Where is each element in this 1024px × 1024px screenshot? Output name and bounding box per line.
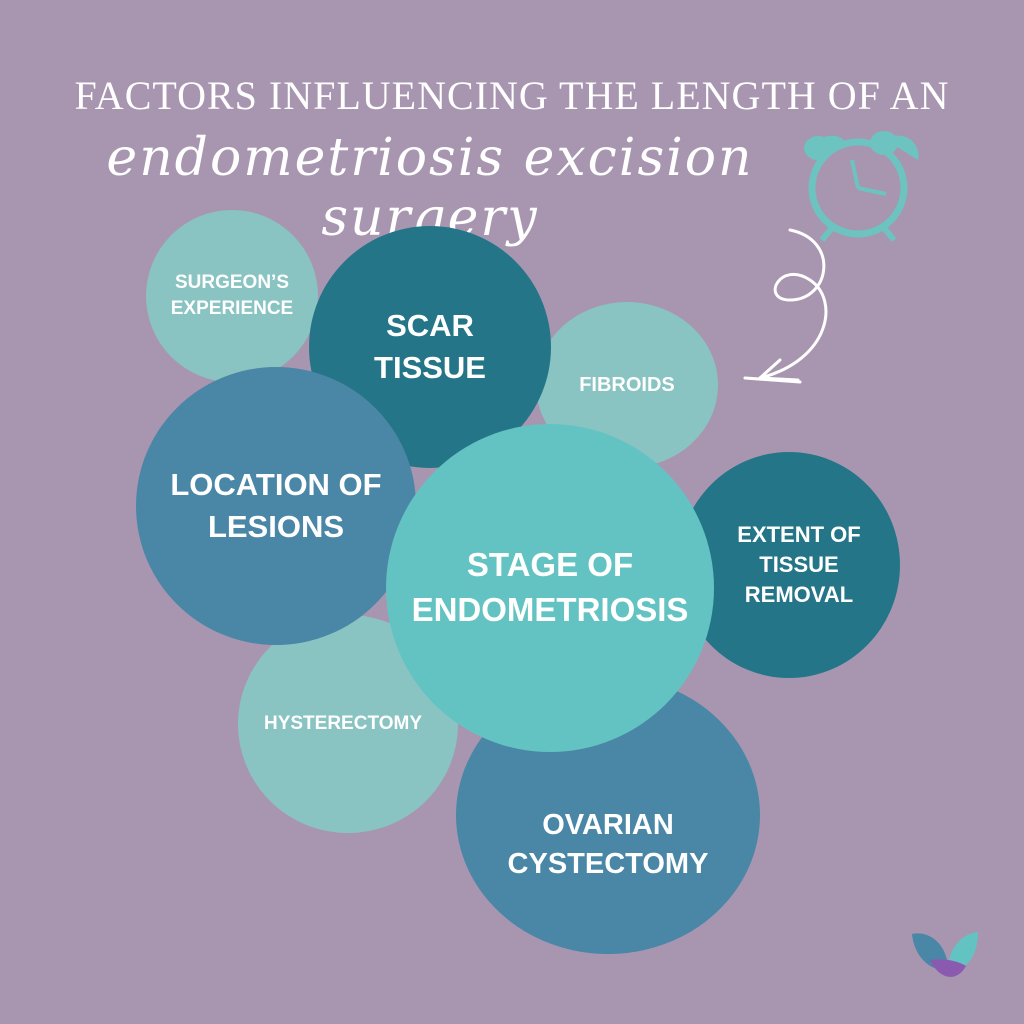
bubble-hysterectomy-label: HYSTERECTOMY bbox=[263, 713, 422, 735]
bubble-ovarian-label: OVARIAN CYSTECTOMY bbox=[507, 808, 709, 880]
alarm-clock-icon bbox=[804, 131, 919, 242]
bubble-fibroids-label: FIBROIDS bbox=[579, 373, 675, 396]
bubble-scar-tissue-label: SCAR TISSUE bbox=[374, 308, 486, 385]
bubble-surgeons-experience: SURGEON’S EXPERIENCE bbox=[146, 210, 318, 382]
bubble-location-of-lesions: LOCATION OF LESIONS bbox=[136, 367, 416, 645]
butterfly-logo-icon bbox=[912, 932, 978, 977]
bubble-stage-label: STAGE OF ENDOMETRIOSIS bbox=[411, 546, 689, 628]
title-line-1: FACTORS INFLUENCING THE LENGTH OF AN bbox=[74, 73, 950, 118]
bubble-extent-of-tissue-removal: EXTENT OF TISSUE REMOVAL bbox=[678, 452, 900, 678]
bubble-extent-label: EXTENT OF TISSUE REMOVAL bbox=[737, 522, 861, 607]
bubble-location-label: LOCATION OF LESIONS bbox=[170, 467, 382, 544]
bubble-stage-of-endometriosis: STAGE OF ENDOMETRIOSIS bbox=[386, 424, 714, 752]
bubble-surgeons-experience-label: SURGEON’S EXPERIENCE bbox=[170, 272, 294, 319]
title-line-2: endometriosis excision surgery bbox=[106, 128, 754, 248]
curly-arrow-icon bbox=[743, 228, 828, 384]
